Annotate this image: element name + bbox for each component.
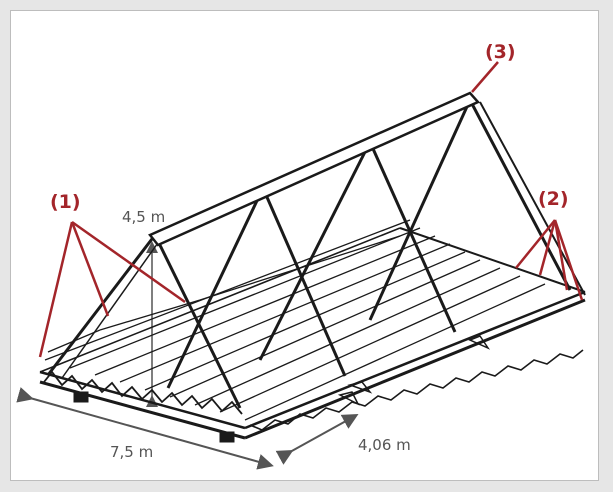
callout-1-label: (1) (50, 191, 81, 213)
dimension-lines (16, 241, 359, 470)
width-dimension-label: 4,06 m (358, 436, 411, 454)
a-frame-arches (46, 99, 586, 409)
base-truss-side (39, 227, 586, 440)
length-dimension-label: 7,5 m (110, 443, 153, 461)
width-dimension-line (275, 414, 359, 465)
length-dimension-line (16, 387, 274, 470)
callout-leaders (38, 61, 584, 358)
callout-3-label: (3) (485, 41, 516, 63)
base-truss-front (39, 370, 246, 443)
solar-panel-rows (44, 219, 546, 421)
height-dimension-label: 4,5 m (122, 208, 165, 226)
callout-2-label: (2) (538, 188, 569, 210)
ridge-beam (148, 91, 481, 247)
